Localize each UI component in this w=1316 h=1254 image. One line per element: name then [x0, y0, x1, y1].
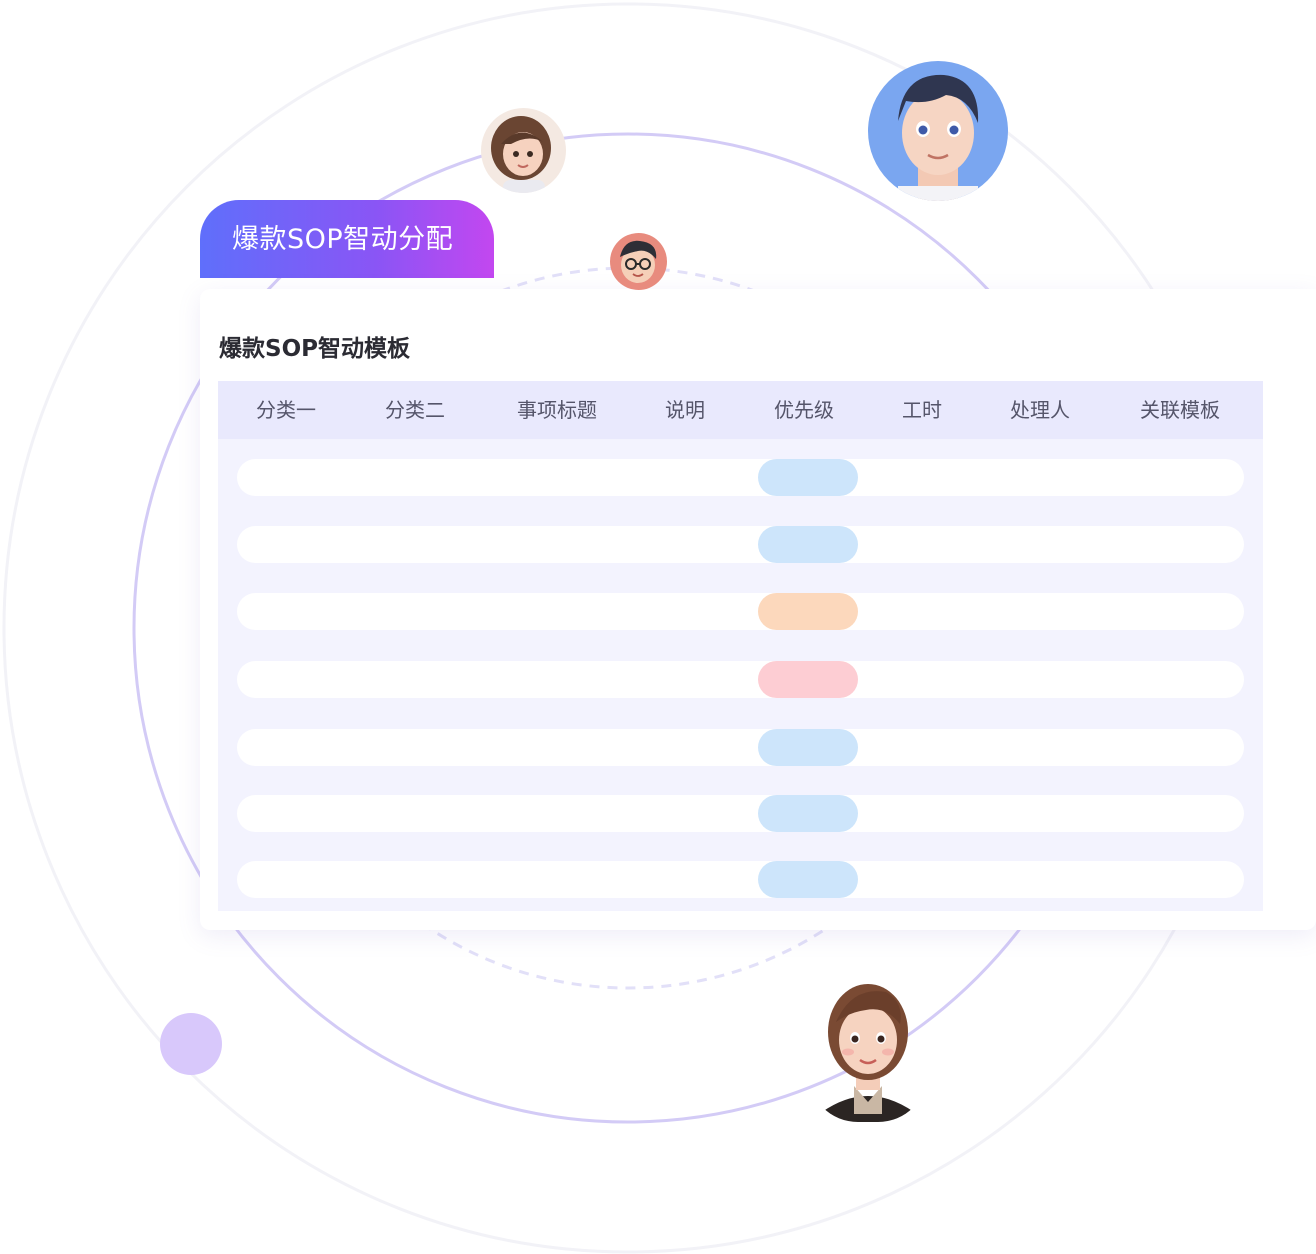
column-header-linked-template: 关联模板 — [1140, 398, 1220, 422]
priority-badge — [758, 526, 858, 563]
priority-badge — [758, 593, 858, 630]
feature-banner: 爆款SOP智动分配 — [200, 200, 494, 278]
table-row[interactable] — [237, 661, 1244, 698]
priority-badge — [758, 459, 858, 496]
avatar-woman-icon — [822, 984, 914, 1122]
priority-badge — [758, 729, 858, 766]
table-row[interactable] — [237, 861, 1244, 898]
table-row[interactable] — [237, 459, 1244, 496]
banner-label: 爆款SOP智动分配 — [232, 223, 454, 255]
avatar-boy-icon — [610, 233, 667, 290]
column-header-hours: 工时 — [902, 398, 942, 422]
column-header-priority: 优先级 — [774, 398, 834, 422]
avatar-young-man — [868, 61, 1008, 201]
card-title: 爆款SOP智动模板 — [219, 336, 410, 362]
decorative-dot — [160, 1013, 222, 1075]
avatar-boy-glasses — [610, 233, 667, 290]
table-row[interactable] — [237, 526, 1244, 563]
column-header-description: 说明 — [665, 398, 705, 422]
sop-template-card: 爆款SOP智动模板 分类一 分类二 事项标题 说明 优先级 工时 处理人 关联模… — [200, 289, 1316, 930]
avatar-girl-icon — [481, 108, 566, 193]
priority-badge — [758, 661, 858, 698]
table-body — [218, 439, 1263, 911]
table-row[interactable] — [237, 593, 1244, 630]
avatar-girl-short-hair — [481, 108, 566, 193]
avatar-woman-ponytail — [808, 962, 928, 1122]
avatar-man-icon — [868, 61, 1008, 201]
table-header: 分类一 分类二 事项标题 说明 优先级 工时 处理人 关联模板 — [218, 381, 1263, 439]
table-row[interactable] — [237, 795, 1244, 832]
column-header-category-2: 分类二 — [385, 398, 445, 422]
column-header-item-title: 事项标题 — [517, 398, 597, 422]
priority-badge — [758, 861, 858, 898]
column-header-assignee: 处理人 — [1010, 398, 1070, 422]
column-header-category-1: 分类一 — [256, 398, 316, 422]
priority-badge — [758, 795, 858, 832]
table-row[interactable] — [237, 729, 1244, 766]
